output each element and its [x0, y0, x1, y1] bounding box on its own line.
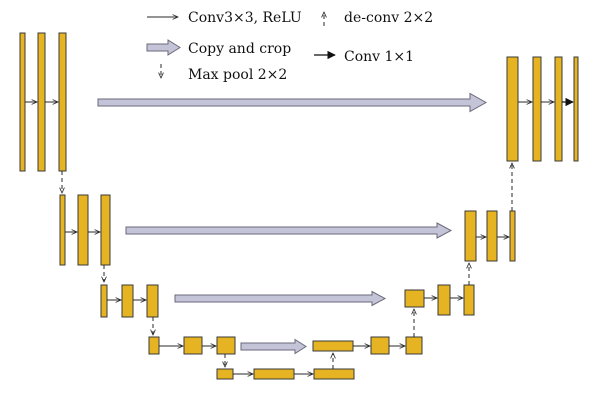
encoder-level-4 — [148, 336, 236, 355]
legend-conv3x3-label: Conv3×3, ReLU — [188, 10, 302, 26]
feature-map — [404, 289, 425, 308]
feature-map — [58, 32, 67, 172]
feature-map — [486, 210, 498, 262]
copy-arrow-level-1 — [97, 92, 488, 113]
feature-map — [19, 32, 26, 172]
legend-conv1x1-label: Conv 1×1 — [344, 49, 414, 65]
feature-map — [370, 336, 390, 355]
encoder-level-1 — [19, 32, 67, 172]
feature-map — [59, 194, 66, 266]
feature-map — [77, 194, 89, 266]
feature-map — [183, 336, 203, 355]
legend-max-pool-label: Max pool 2×2 — [188, 67, 287, 83]
feature-map — [509, 210, 516, 262]
legend: Conv3×3, ReLU Copy and crop Max pool 2×2… — [146, 10, 433, 83]
feature-map — [405, 336, 423, 355]
copy-arrow-level-2 — [125, 222, 453, 239]
feature-map — [312, 340, 354, 352]
feature-map — [100, 284, 108, 318]
encoder-level-3 — [100, 284, 159, 318]
decoder-level-3 — [404, 284, 475, 316]
copy-arrow-level-4 — [240, 338, 307, 355]
feature-map — [313, 368, 355, 380]
feature-map — [554, 56, 563, 162]
legend-deconv-label: de-conv 2×2 — [344, 10, 433, 26]
feature-map — [100, 194, 111, 266]
feature-map — [146, 284, 159, 318]
feature-map — [37, 32, 46, 172]
bottleneck — [216, 368, 355, 380]
feature-map — [463, 284, 475, 316]
copy-arrow-level-3 — [174, 290, 387, 307]
feature-map — [216, 336, 236, 355]
feature-map — [532, 56, 542, 162]
feature-map — [506, 56, 519, 162]
decoder-level-4 — [312, 336, 423, 355]
decoder-level-2 — [464, 210, 516, 262]
encoder-level-2 — [59, 194, 111, 266]
legend-copy-crop-icon — [146, 39, 181, 56]
feature-map — [216, 368, 234, 380]
feature-map — [121, 284, 134, 318]
feature-map — [437, 284, 451, 316]
feature-map — [573, 56, 579, 162]
skip-connections — [97, 92, 488, 355]
feature-map — [253, 368, 295, 380]
decoder-level-1 — [506, 56, 579, 162]
legend-copy-crop-label: Copy and crop — [188, 41, 291, 57]
feature-map — [148, 336, 160, 355]
feature-map — [464, 210, 477, 262]
